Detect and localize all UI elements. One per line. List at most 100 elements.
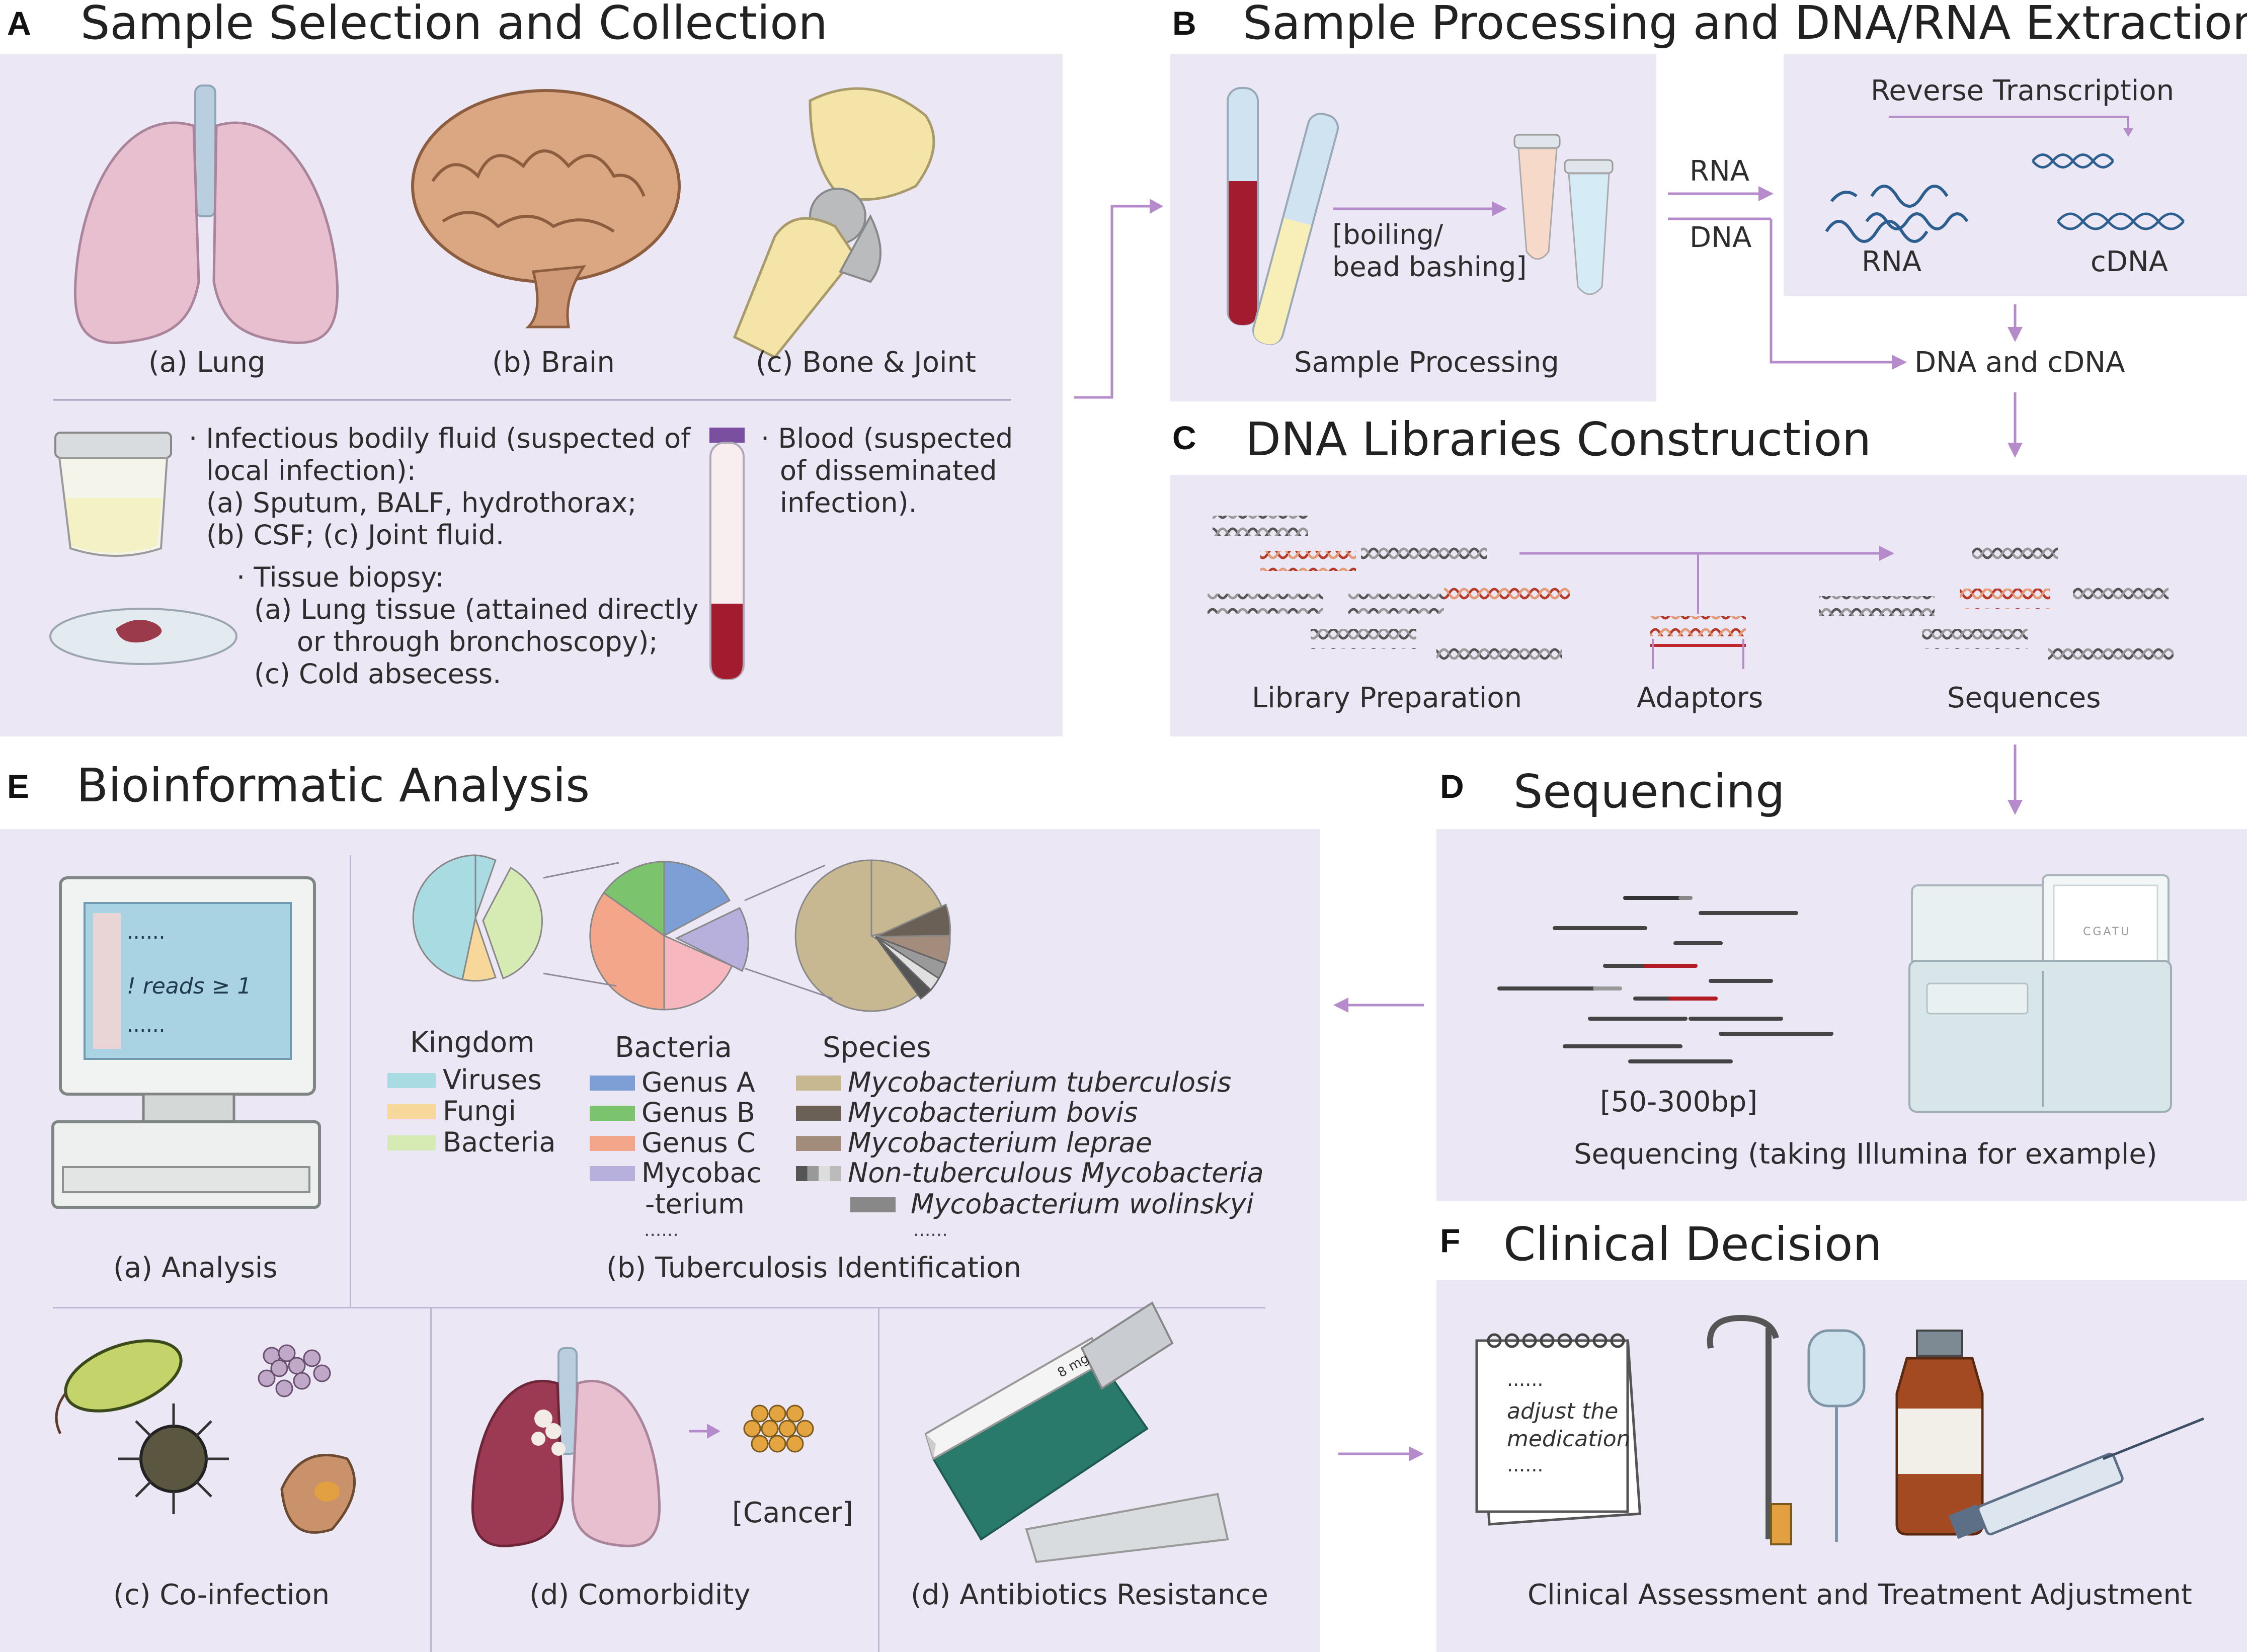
panel-b-letter: B	[1172, 5, 1196, 42]
bone-joint-caption: (c) Bone & Joint	[756, 346, 976, 379]
petri-dish-icon	[49, 608, 237, 665]
panel-e-vertical-divider-2	[430, 1308, 432, 1652]
specimen-cup-icon	[54, 432, 172, 557]
clinical-decision-caption: Clinical Assessment and Treatment Adjust…	[1528, 1579, 2192, 1611]
panel-d-title: Sequencing	[1513, 765, 1785, 818]
sequencing-reads-icon	[1497, 896, 1833, 1063]
eppendorf-tube-icon	[1513, 134, 1614, 295]
notepad-line-1: ......	[1507, 1368, 1544, 1390]
rna-strand-icon	[1825, 185, 1969, 243]
blood-line-2: of disseminated	[780, 455, 997, 486]
cancer-cells-icon	[743, 1405, 814, 1453]
library-preparation-caption: Library Preparation	[1252, 682, 1522, 714]
species-heading: Species	[823, 1031, 931, 1064]
pathogens-icon	[55, 1339, 356, 1534]
legend-swatch-viruses	[387, 1073, 436, 1088]
computer-screen-line-1: ......	[127, 921, 166, 944]
tissue-line-2: (a) Lung tissue (attained directly	[254, 594, 699, 625]
coinfection-caption: (c) Co-infection	[113, 1579, 330, 1611]
tb-identification-caption: (b) Tuberculosis Identification	[606, 1252, 1022, 1284]
sample-processing-caption: Sample Processing	[1294, 346, 1559, 379]
sequence-fragments-icon	[1819, 541, 2174, 667]
legend-label-m-bovis: Mycobacterium bovis	[848, 1097, 1138, 1128]
boiling-label-2: bead bashing]	[1332, 251, 1527, 283]
fluid-line-2: local infection):	[206, 455, 416, 486]
blood-line-1: · Blood (suspected	[761, 423, 1013, 454]
fluid-line-1: · Infectious bodily fluid (suspected of	[189, 423, 691, 454]
legend-swatch-fungi	[387, 1104, 436, 1119]
sequencer-screen-text: CGATU	[2083, 926, 2131, 938]
reverse-transcription-label: Reverse Transcription	[1871, 74, 2175, 107]
sequencing-caption: Sequencing (taking Illumina for example)	[1574, 1138, 2157, 1171]
tissue-line-4: (c) Cold absecess.	[254, 658, 502, 690]
panel-f-title: Clinical Decision	[1503, 1217, 1882, 1271]
panel-e-horizontal-divider	[53, 1307, 1265, 1308]
bacteria-pie-chart	[543, 861, 749, 1011]
cdna-label: cDNA	[2091, 245, 2169, 278]
legend-swatch-m-leprae	[796, 1136, 841, 1151]
dna-cdna-label: DNA and cDNA	[1914, 346, 2125, 379]
species-legend-more: ......	[913, 1220, 948, 1241]
brain-icon	[411, 89, 681, 328]
legend-swatch-genus-b	[590, 1106, 635, 1121]
sequencer-machine-icon	[1908, 874, 2172, 1113]
legend-label-mycobacterium-2: -terium	[645, 1188, 745, 1220]
diseased-lung-icon	[471, 1347, 661, 1547]
kingdom-heading: Kingdom	[410, 1026, 535, 1059]
panel-e-vertical-divider-1	[350, 855, 351, 1308]
panel-e-vertical-divider-3	[878, 1308, 879, 1652]
fluid-sample-tube-icon	[1252, 113, 1339, 345]
adaptors-caption: Adaptors	[1637, 682, 1763, 714]
panel-b-title: Sample Processing and DNA/RNA Extraction	[1243, 0, 2247, 50]
rna-arrow-label: RNA	[1690, 155, 1750, 188]
legend-label-ntm: Non-tuberculous Mycobacteria	[848, 1157, 1264, 1189]
legend-label-m-wolinskyi: Mycobacterium wolinskyi	[911, 1188, 1254, 1220]
read-length-label: [50-300bp]	[1600, 1086, 1758, 1118]
panel-a-title: Sample Selection and Collection	[81, 0, 828, 50]
species-pie-chart	[744, 859, 951, 1012]
syringe-icon	[1948, 1417, 2204, 1539]
legend-swatch-genus-c	[590, 1136, 635, 1151]
computer-icon	[51, 876, 321, 1209]
legend-label-m-leprae: Mycobacterium leprae	[848, 1127, 1152, 1159]
blood-sample-tube-icon	[1227, 87, 1259, 325]
bacteria-heading: Bacteria	[615, 1031, 732, 1064]
legend-label-genus-c: Genus C	[641, 1127, 756, 1159]
legend-swatch-mycobacterium	[590, 1166, 635, 1181]
notepad-icon	[1475, 1333, 1642, 1526]
panel-c-letter: C	[1172, 419, 1196, 456]
legend-swatch-m-tuberculosis	[796, 1076, 841, 1091]
legend-swatch-bacteria	[387, 1135, 436, 1150]
legend-label-fungi: Fungi	[443, 1095, 516, 1127]
legend-label-mycobacterium-1: Mycobac	[641, 1157, 762, 1189]
computer-screen-line-3: ......	[127, 1014, 166, 1037]
panel-e-letter: E	[7, 768, 30, 805]
notepad-line-4: ......	[1507, 1454, 1544, 1476]
legend-label-genus-b: Genus B	[641, 1097, 755, 1128]
cdna-strand-icon	[2032, 153, 2185, 230]
tissue-line-3: or through bronchoscopy);	[297, 626, 658, 657]
dna-fragments-icon	[1208, 516, 1570, 667]
legend-swatch-genus-a	[590, 1076, 635, 1091]
kingdom-pie-chart	[412, 854, 543, 982]
blood-line-3: infection).	[780, 487, 917, 519]
medicine-bottle-icon	[1895, 1330, 1984, 1536]
fluid-line-3: (a) Sputum, BALF, hydrothorax;	[206, 487, 637, 519]
bone-joint-icon	[733, 87, 935, 359]
legend-label-m-tuberculosis: Mycobacterium tuberculosis	[848, 1066, 1232, 1098]
cancer-label: [Cancer]	[732, 1497, 853, 1529]
fluid-line-4: (b) CSF; (c) Joint fluid.	[206, 519, 505, 551]
computer-screen-line-2: ! reads ≥ 1	[127, 973, 252, 999]
antibiotics-box-icon	[924, 1301, 1229, 1563]
tissue-line-1: · Tissue biopsy:	[236, 561, 444, 593]
iv-drip-icon	[1707, 1314, 1866, 1545]
antibiotics-caption: (d) Antibiotics Resistance	[911, 1579, 1268, 1611]
legend-label-genus-a: Genus A	[641, 1066, 755, 1098]
dna-arrow-label: DNA	[1690, 221, 1752, 254]
